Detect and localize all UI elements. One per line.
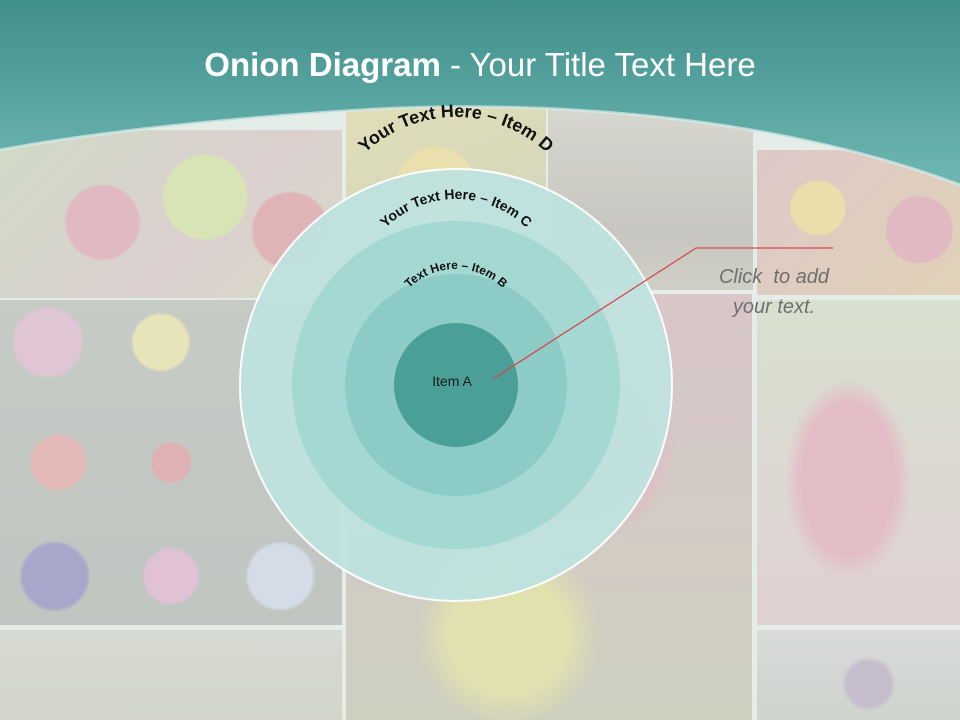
label-item-d: Your Text Here – Item D [354,101,557,156]
core-item-a[interactable] [394,323,518,447]
callout-line-2: your text. [732,296,816,318]
callout-text-box[interactable]: Click to add your text. [690,262,858,322]
photo-candles [0,630,342,720]
title-rest: - Your Title Text Here [440,46,756,83]
photo-hyacinth [757,630,960,720]
title-bold: Onion Diagram [204,46,441,83]
page-title: Onion Diagram - Your Title Text Here [0,46,960,84]
callout-line-1: Click to add [718,266,830,288]
callout-connector-line [492,247,833,380]
header-band [0,0,960,187]
photo-tulip [757,300,960,625]
label-item-a: Item A [432,373,472,389]
